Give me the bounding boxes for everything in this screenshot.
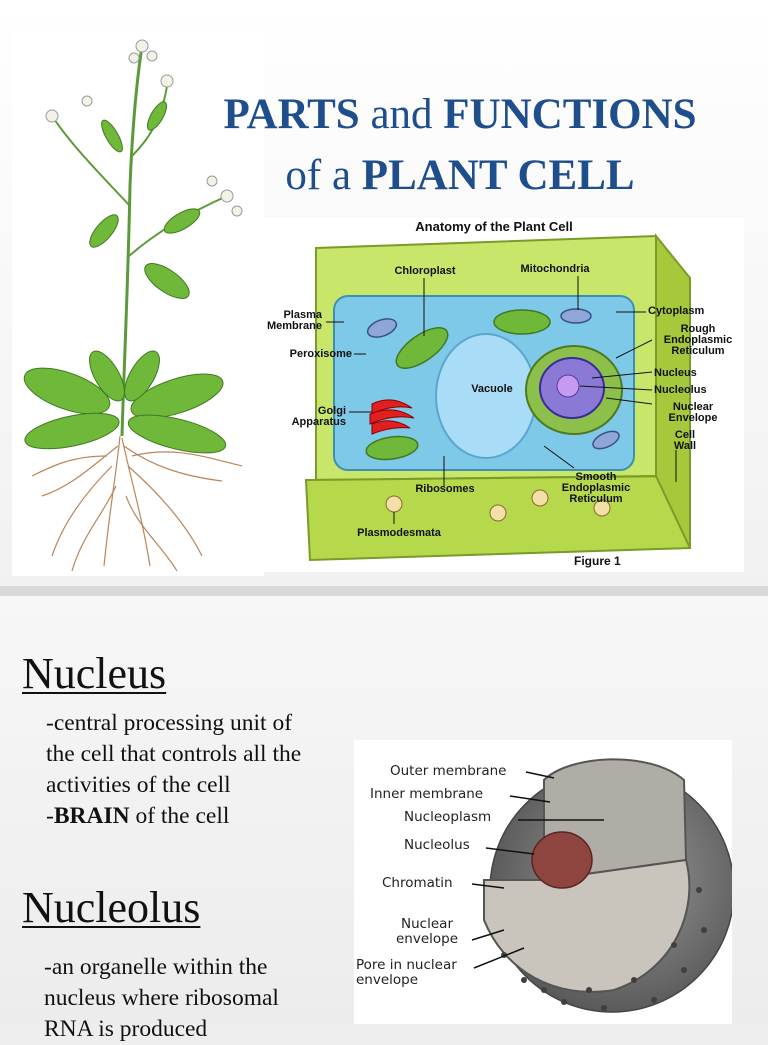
label-smooth-er: Smooth Endoplasmic Reticulum	[561, 471, 631, 505]
slide-title-line2: of a PLANT CELL	[285, 152, 635, 199]
plant-flowers	[45, 39, 243, 217]
label-rough-er: Rough Endoplasmic Reticulum	[663, 323, 733, 357]
heading-nucleus: Nucleus	[22, 649, 167, 698]
nucleolus-description: -an organelle within the nucleus where r…	[44, 952, 279, 1045]
label-nucleoplasm: Nucleoplasm	[404, 809, 492, 825]
nucleus-line-2: the cell that controls all the	[46, 741, 302, 767]
plant-drawing	[23, 39, 243, 572]
diagram-title: Anatomy of the Plant Cell	[415, 219, 573, 234]
nucleolus-line-3: RNA is produced	[44, 1016, 208, 1042]
label-nucleus: Nucleus	[654, 367, 697, 379]
label-peroxisome: Peroxisome	[289, 348, 352, 360]
nucleolus-sphere	[531, 831, 593, 889]
label-nucleolus: Nucleolus	[654, 384, 707, 396]
label-vacuole: Vacuole	[471, 383, 513, 395]
cell-wall-side	[655, 233, 691, 549]
plant-cell-diagram: Anatomy of the Plant Cell	[244, 218, 744, 572]
mitochondria	[366, 308, 620, 450]
nucleolus-line-1: -an organelle within the	[44, 954, 268, 980]
nucleoplasm-cut-front	[483, 858, 691, 993]
label-golgi-apparatus: Golgi Apparatus	[291, 405, 346, 428]
slide-separator	[0, 586, 768, 596]
plant-cell-drawing	[304, 233, 692, 562]
nucleus-line-1: -central processing unit of	[46, 710, 293, 736]
nucleus-leader-lines	[471, 771, 604, 969]
nucleus-description: -central processing unit of the cell tha…	[46, 708, 301, 832]
label-outer-membrane: Outer membrane	[390, 763, 507, 779]
chloroplasts	[365, 309, 551, 461]
label-plasmodesmata: Plasmodesmata	[357, 527, 441, 539]
label-cell-wall: Cell Wall	[673, 429, 697, 452]
golgi-apparatus	[369, 399, 415, 435]
leader-lines	[326, 276, 677, 524]
slide-plant-cell-title: PARTS and FUNCTIONS of a PLANT CELL Anat…	[0, 0, 768, 586]
vacuole	[435, 333, 537, 459]
nucleus-line-3: activities of the cell	[46, 772, 231, 798]
label-mitochondria: Mitochondria	[520, 263, 590, 275]
plant-leaves	[23, 101, 227, 454]
plant-roots	[31, 435, 243, 572]
nucleus-cutaway-drawing	[471, 758, 732, 1013]
slide-title-line1: PARTS and FUNCTIONS	[223, 91, 697, 138]
label-chromatin: Chromatin	[382, 875, 453, 891]
label-nuclear-pore: Pore in nuclear envelope	[356, 957, 457, 988]
label-nucleolus-diagram: Nucleolus	[404, 837, 470, 853]
nucleus-cutaway-diagram: Outer membrane Inner membrane Nucleoplas…	[354, 740, 732, 1024]
heading-nucleolus: Nucleolus	[22, 883, 201, 932]
plasmodesmata-shapes	[385, 489, 611, 522]
label-chloroplast: Chloroplast	[394, 265, 456, 277]
figure-caption: Figure 1	[574, 554, 621, 568]
label-inner-membrane: Inner membrane	[370, 786, 484, 802]
label-cytoplasm: Cytoplasm	[648, 305, 705, 317]
plant-illustration	[12, 26, 264, 576]
nucleolus-line-2: nucleus where ribosomal	[44, 985, 279, 1011]
nucleus-line-4: -BRAIN of the cell	[46, 803, 230, 829]
label-nuclear-envelope-diagram: Nuclear envelope	[396, 916, 459, 947]
label-nuclear-envelope: Nuclear Envelope	[668, 401, 718, 424]
nucleolus-shape	[556, 374, 580, 398]
label-ribosomes: Ribosomes	[415, 483, 475, 495]
label-plasma-membrane: Plasma Membrane	[266, 309, 322, 332]
